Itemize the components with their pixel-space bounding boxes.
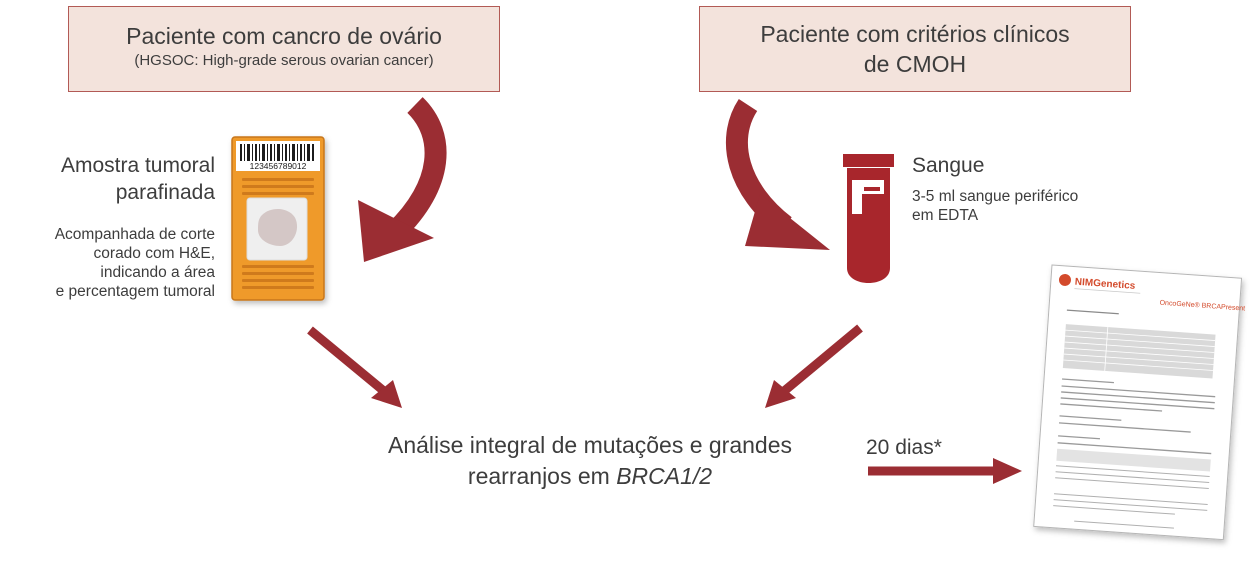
blood-sample-title: Sangue xyxy=(912,154,985,177)
report-document-icon: NIMGenetics OncoGeNe® BRCAPresent xyxy=(1033,264,1245,541)
box-right-line2: de CMOH xyxy=(863,51,967,77)
blood-note-line1: 3-5 ml sangue periférico xyxy=(912,188,1079,205)
tumor-note-line1: Acompanhada de corte xyxy=(54,226,215,243)
tumor-sample-title-line2: parafinada xyxy=(115,181,215,204)
box-right-line1: Paciente com critérios clínicos xyxy=(760,21,1070,47)
blood-sample-label: Sangue 3-5 ml sangue periférico em EDTA xyxy=(912,152,1152,225)
blood-note-line2: em EDTA xyxy=(912,207,979,224)
tissue-cassette-icon: 123456789012 xyxy=(231,136,325,301)
curved-arrow-right xyxy=(725,98,830,250)
barcode-number: 123456789012 xyxy=(250,161,307,171)
analysis-line2: rearranjos em BRCA1/2 xyxy=(320,461,860,492)
tumor-sample-title: Amostra tumoral parafinada xyxy=(60,152,215,206)
blood-tube-icon xyxy=(843,154,894,283)
report-brand: NIMGenetics xyxy=(1074,277,1136,292)
analysis-gene: BRCA1/2 xyxy=(616,463,713,489)
box-left-title: Paciente com cancro de ovário xyxy=(126,23,442,49)
patient-ovarian-cancer-box: Paciente com cancro de ovário (HGSOC: Hi… xyxy=(68,6,500,92)
turnaround-label: 20 dias* xyxy=(866,436,942,459)
arrow-sample-to-analysis-right xyxy=(765,324,863,408)
tumor-note-line3: indicando a área xyxy=(100,264,215,281)
analysis-line2-prefix: rearranjos em xyxy=(467,463,617,489)
tumor-note-line4: e percentagem tumoral xyxy=(55,283,215,300)
curved-arrow-left xyxy=(358,97,447,262)
tumor-sample-note: Acompanhada de corte corado com H&E, ind… xyxy=(0,225,215,301)
arrow-to-report xyxy=(868,458,1022,484)
arrow-sample-to-analysis-left xyxy=(307,326,402,408)
box-left-subtitle: (HGSOC: High-grade serous ovarian cancer… xyxy=(134,52,434,69)
tumor-note-line2: corado com H&E, xyxy=(93,245,215,262)
analysis-line1: Análise integral de mutações e grandes xyxy=(387,432,793,458)
tumor-sample-title-line1: Amostra tumoral xyxy=(60,154,215,177)
patient-clinical-criteria-box: Paciente com critérios clínicos de CMOH xyxy=(699,6,1131,92)
analysis-text: Análise integral de mutações e grandes r… xyxy=(320,430,860,492)
